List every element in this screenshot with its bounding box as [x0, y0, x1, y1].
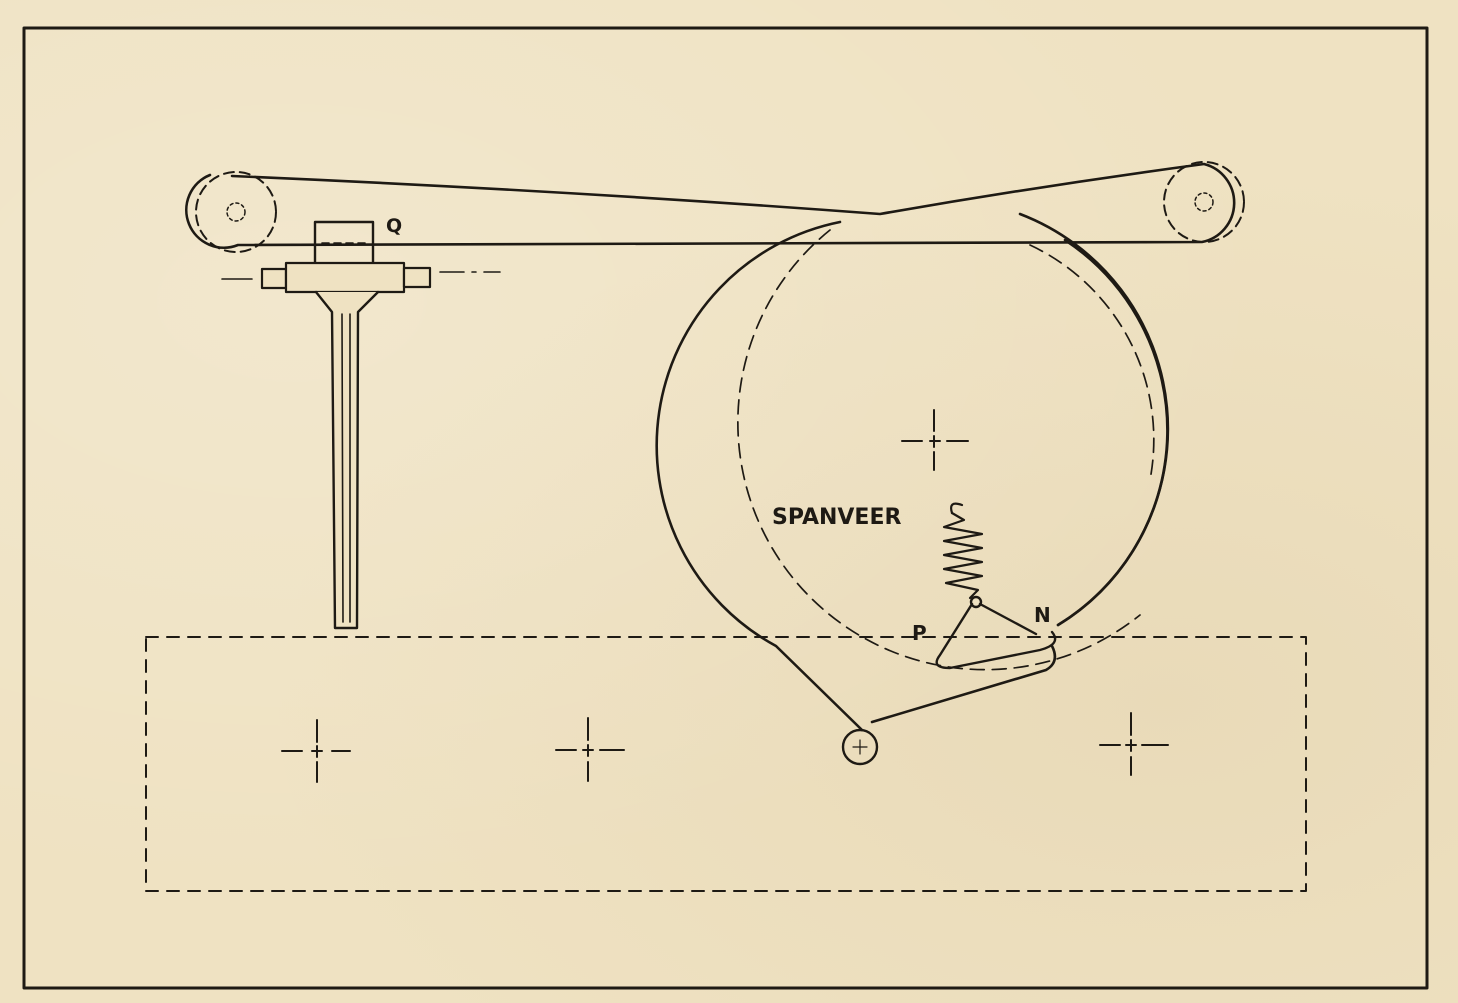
label-q: Q — [386, 215, 402, 237]
panel-center-marks — [281, 712, 1169, 783]
center-mark-2 — [555, 717, 625, 782]
pivot-point — [841, 728, 879, 766]
dashed-panel — [145, 636, 1307, 892]
lever-arm — [870, 644, 1057, 724]
drum-center-mark — [901, 409, 969, 471]
label-spring: SPANVEER — [772, 505, 901, 530]
drive-belt — [185, 162, 1236, 249]
center-mark-3 — [1099, 712, 1169, 776]
left-pulley — [195, 171, 277, 253]
outer-frame — [22, 26, 1429, 990]
center-mark-1 — [281, 719, 351, 783]
spring — [942, 502, 984, 600]
right-pulley — [1163, 161, 1245, 243]
shaft-bearing — [221, 261, 501, 294]
tension-triangle — [935, 595, 1057, 670]
spindle — [314, 290, 380, 630]
label-p: P — [912, 621, 927, 645]
label-n: N — [1034, 603, 1051, 627]
large-drum — [655, 212, 1170, 732]
